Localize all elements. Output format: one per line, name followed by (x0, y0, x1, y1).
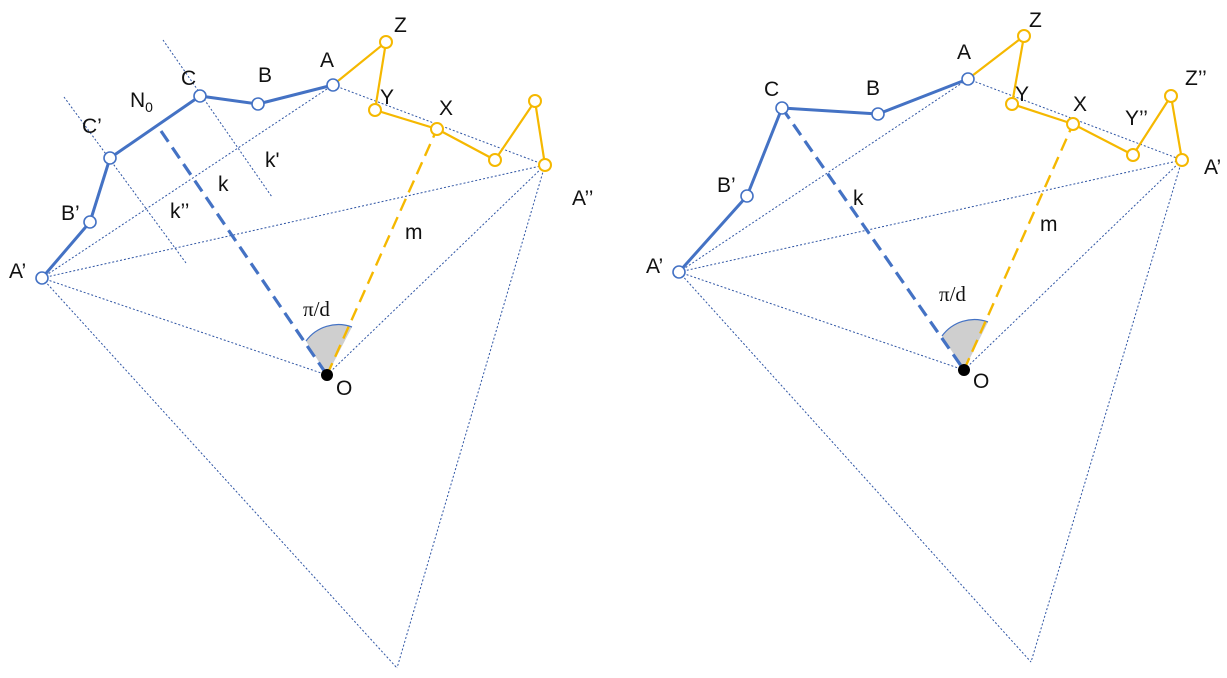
right-label-o: O (973, 370, 989, 393)
left-label-o: O (336, 377, 352, 400)
left-node-o (321, 369, 333, 381)
right-node-a1 (672, 265, 686, 279)
left-node-z (379, 35, 393, 49)
left-label-c1: C’ (82, 115, 102, 138)
right-line-a1-bottom (678, 271, 1032, 663)
left-label-x: X (439, 97, 453, 120)
right-node-c (775, 101, 789, 115)
left-label-k-double-prime: k’’ (170, 200, 189, 223)
right-node-b (871, 107, 885, 121)
right-node-b1 (740, 189, 754, 203)
left-label-a1: A’ (9, 260, 26, 283)
right-label-x: X (1073, 93, 1087, 116)
left-label-angle: π/d (303, 297, 330, 321)
left-label-z: Z (394, 14, 407, 37)
right-label-a: A (957, 41, 971, 64)
right-angle-sector (942, 319, 988, 370)
right-label-z2: Z’’ (1185, 67, 1207, 90)
left-angle-sector (306, 324, 352, 375)
right-node-y (1005, 97, 1019, 111)
left-line-a1-a2 (41, 164, 546, 279)
right-diagram: A B C B’ A’ A’ Z Y X Y’’ Z’’ k m O π/d (646, 9, 1221, 663)
left-node-b (251, 97, 265, 111)
left-label-k-prime: k' (265, 149, 280, 172)
left-label-n0-main: N (130, 89, 145, 112)
left-node-a (326, 78, 340, 92)
left-label-a2: A’’ (572, 187, 593, 210)
left-node-c (193, 89, 207, 103)
left-line-a1-a (41, 84, 334, 279)
left-node-a1 (35, 271, 49, 285)
right-label-z: Z (1029, 9, 1042, 32)
right-node-a2 (1175, 153, 1189, 167)
right-node-z2 (1164, 89, 1178, 103)
right-node-a (961, 72, 975, 86)
left-label-b: B (258, 64, 272, 87)
right-node-x (1066, 117, 1080, 131)
left-angle-arc (305, 324, 353, 342)
right-node-y2 (1126, 148, 1140, 162)
left-blue-polyline (40, 83, 334, 279)
left-diagram: A B C N0 C’ B’ A’ A’’ Z Y X k k' k’’ m O… (9, 14, 593, 669)
right-line-a1-a2 (678, 159, 1183, 273)
right-label-c: C (764, 78, 779, 101)
left-node-b1 (83, 215, 97, 229)
right-line-a1-a (678, 78, 969, 273)
left-line-a2-bottom (396, 164, 546, 669)
left-label-a: A (320, 49, 334, 72)
left-node-x (430, 122, 444, 136)
right-axis-k (780, 107, 966, 371)
right-construction-lines (678, 78, 1183, 663)
left-node-z2 (528, 94, 542, 108)
right-label-angle: π/d (939, 282, 966, 306)
left-node-a2 (538, 158, 552, 172)
left-node-c1 (103, 151, 117, 165)
right-angle-arc (941, 319, 989, 337)
right-label-a2: A’ (1204, 156, 1221, 179)
left-label-m: m (405, 221, 423, 244)
left-label-y: Y (380, 86, 394, 109)
left-axis-k (159, 130, 329, 376)
right-node-z (1017, 29, 1031, 43)
left-node-y2 (488, 153, 502, 167)
left-label-b1: B’ (61, 202, 80, 225)
right-axis-m (962, 123, 1075, 371)
right-node-o (958, 364, 970, 376)
left-axis-m (325, 128, 439, 376)
right-label-k: k (853, 187, 864, 210)
left-label-n0: N0 (130, 89, 153, 115)
right-line-a1-o (678, 271, 965, 371)
left-label-n0-sub: 0 (145, 99, 153, 115)
left-node-y (368, 103, 382, 117)
right-line-a2-bottom (1030, 159, 1183, 663)
left-line-a1-o (41, 277, 328, 376)
right-label-b: B (866, 77, 880, 100)
right-label-a1: A’ (646, 255, 663, 278)
right-label-y: Y (1015, 83, 1029, 106)
left-construction-lines (41, 39, 546, 669)
right-label-y2: Y’’ (1125, 107, 1148, 130)
right-label-b1: B’ (717, 174, 736, 197)
left-label-k: k (218, 173, 229, 196)
right-label-m: m (1040, 213, 1058, 236)
left-label-c: C (181, 67, 196, 90)
right-line-o-a2 (963, 159, 1183, 371)
left-line-o-a2 (326, 164, 546, 376)
